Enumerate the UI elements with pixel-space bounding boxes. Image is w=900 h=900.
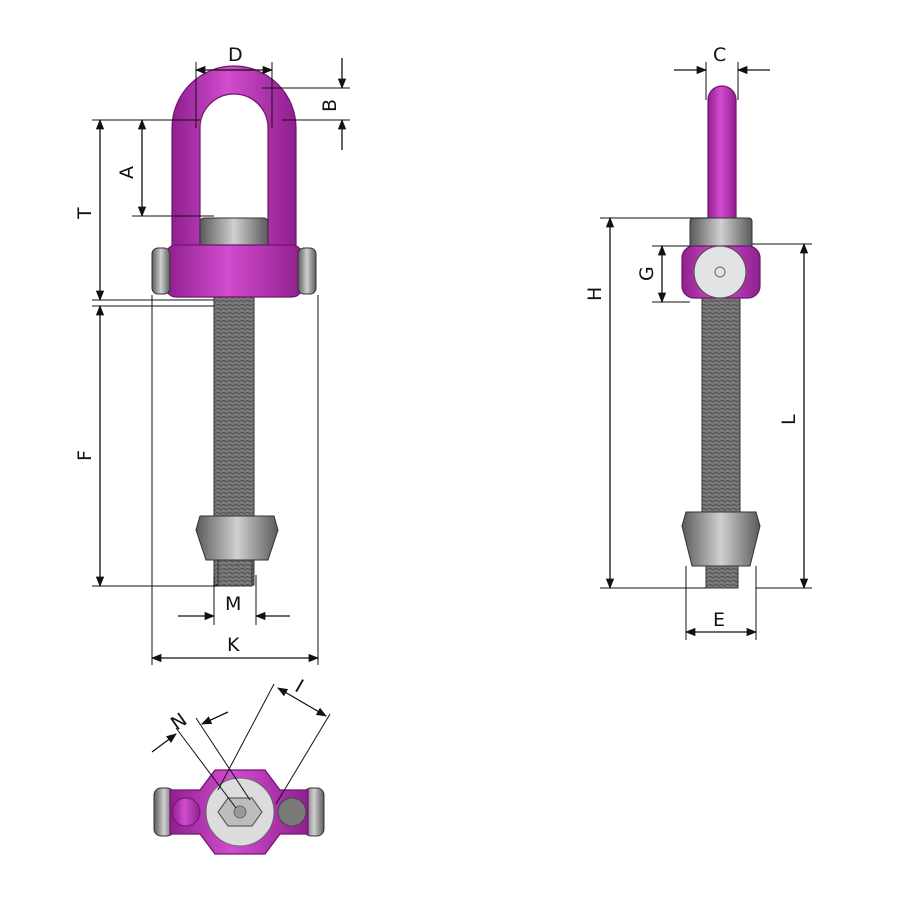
side-bolt-shank (701, 297, 741, 519)
label-L: L (778, 414, 800, 425)
side-bottom-nut (681, 511, 761, 567)
label-I: I (291, 675, 307, 697)
shackle-body (165, 244, 303, 298)
label-N: N (167, 709, 191, 735)
side-shackle-bow (707, 85, 737, 241)
side-pin-center (714, 266, 726, 278)
side-view: C H G L E (584, 44, 812, 640)
label-C: C (713, 44, 726, 66)
label-B: B (319, 99, 341, 112)
label-T: T (74, 207, 96, 220)
bolt-tip (217, 559, 253, 587)
bottom-nut (195, 515, 279, 561)
left-pin (151, 247, 171, 295)
label-K: K (227, 634, 240, 656)
front-view: D B A T F M K (74, 44, 350, 665)
right-pin (297, 247, 317, 295)
label-F: F (74, 450, 96, 461)
top-view: N I (151, 675, 331, 855)
shackle-bow (171, 65, 297, 256)
label-D: D (228, 44, 243, 66)
label-M: M (225, 593, 241, 615)
label-H: H (584, 287, 606, 301)
side-pin-head (693, 245, 747, 299)
label-E: E (713, 609, 725, 631)
top-right-boss (277, 797, 307, 827)
label-G: G (636, 266, 658, 281)
side-top-nut (689, 217, 753, 249)
side-bolt-tip (705, 565, 739, 589)
label-A: A (116, 166, 138, 179)
top-left-boss (171, 797, 201, 827)
